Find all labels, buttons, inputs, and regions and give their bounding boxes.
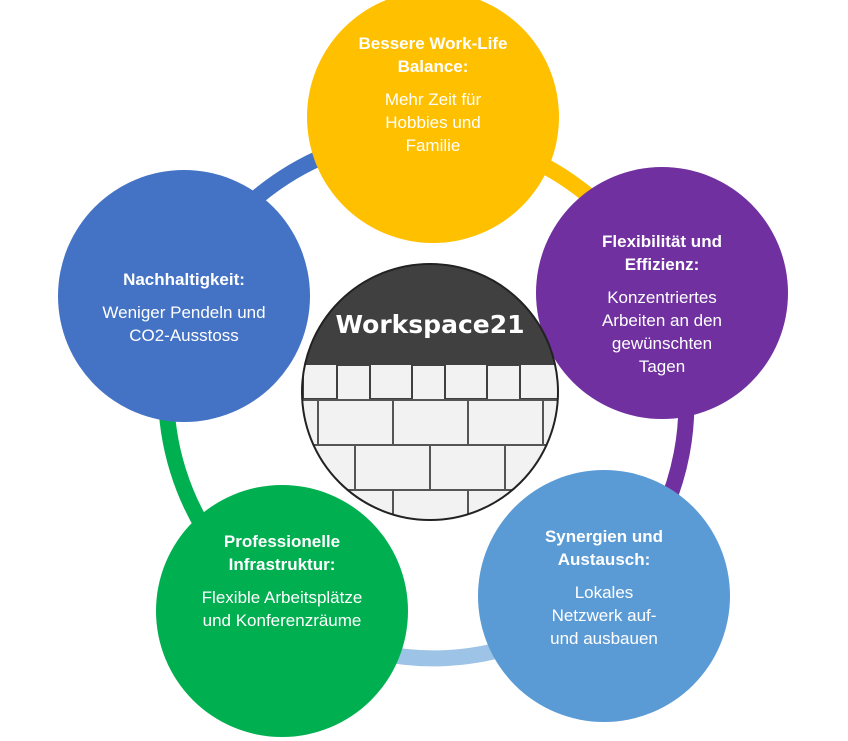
node-work-life: Bessere Work-Life Balance: Mehr Zeit für… xyxy=(323,32,543,157)
node-title: Bessere Work-Life Balance: xyxy=(358,34,508,76)
node-circle-synergy xyxy=(478,470,730,722)
node-infrastructure: Professionelle Infrastruktur: Flexible A… xyxy=(172,530,392,632)
node-title: Synergien und Austausch: xyxy=(544,527,664,569)
node-text: Mehr Zeit für Hobbies und Familie xyxy=(384,90,482,155)
node-synergy: Synergien und Austausch: Lokales Netzwer… xyxy=(494,525,714,650)
node-circle-work-life xyxy=(307,0,559,243)
node-title: Nachhaltigkeit: xyxy=(123,270,245,289)
node-circle-infrastructure xyxy=(156,485,408,737)
workspace-logo xyxy=(302,264,558,520)
node-text: Konzentriertes Arbeiten an den gewünscht… xyxy=(601,288,723,376)
node-text: Lokales Netzwerk auf- und ausbauen xyxy=(550,583,658,648)
node-title: Professionelle Infrastruktur: xyxy=(223,532,341,574)
center-title: Workspace21 xyxy=(335,310,525,339)
node-text: Flexible Arbeitsplätze und Konferenzräum… xyxy=(201,588,363,630)
node-title: Flexibilität und Effizienz: xyxy=(602,232,722,274)
node-sustainability: Nachhaltigkeit: Weniger Pendeln und CO2-… xyxy=(74,268,294,347)
node-text: Weniger Pendeln und CO2-Ausstoss xyxy=(102,303,266,345)
node-circle-flexibility xyxy=(536,167,788,419)
node-circle-sustainability xyxy=(58,170,310,422)
node-flexibility: Flexibilität und Effizienz: Konzentriert… xyxy=(552,230,772,378)
